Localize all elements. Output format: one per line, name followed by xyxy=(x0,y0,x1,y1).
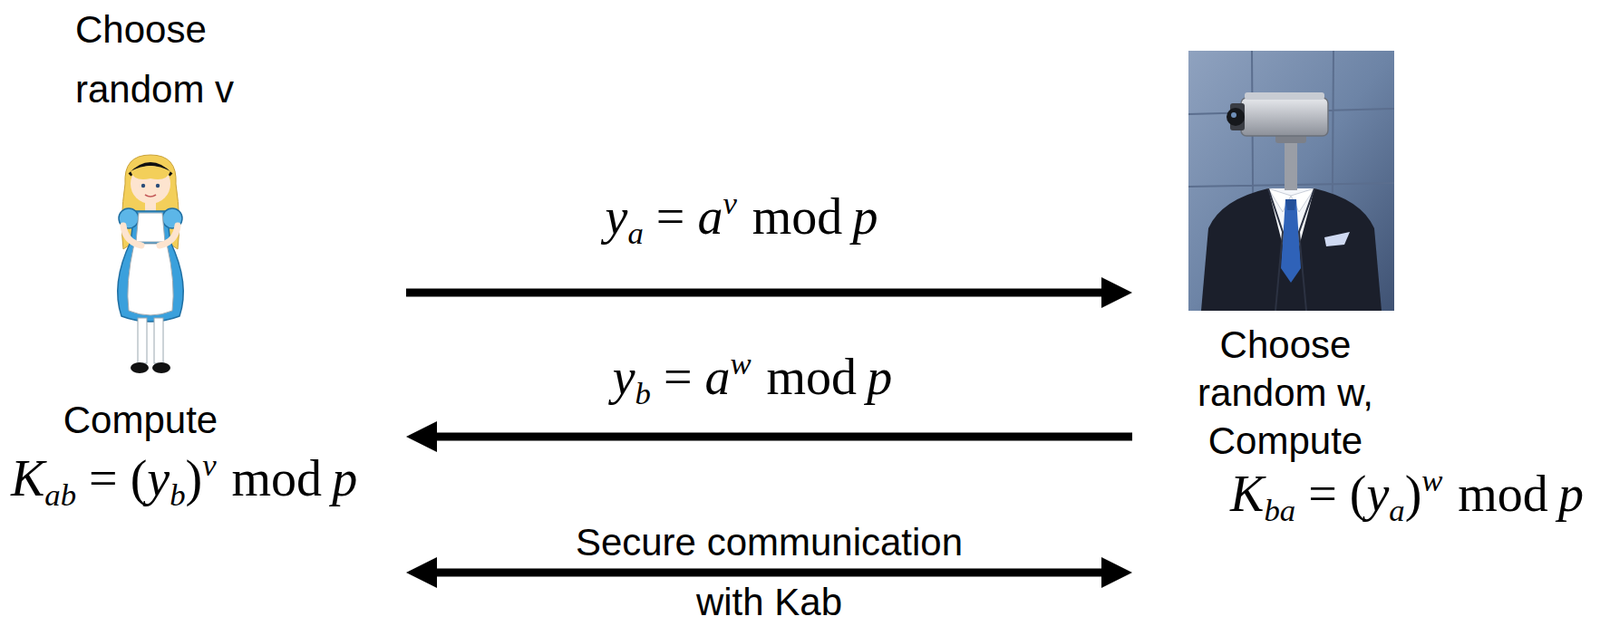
formula: ya=avmodp xyxy=(605,188,879,250)
figure-part xyxy=(1188,50,1395,311)
figure-part xyxy=(135,213,165,243)
arrow-line xyxy=(406,289,1104,298)
arrow-head xyxy=(406,557,437,589)
formula-symbol: w xyxy=(730,346,752,382)
arrow-head xyxy=(1101,277,1133,309)
formula-symbol: ba xyxy=(1263,493,1296,529)
formula-symbol: w xyxy=(1421,463,1443,499)
formula-symbol: = xyxy=(663,349,693,406)
arrow-head xyxy=(406,421,437,453)
message-arrow xyxy=(406,277,1133,309)
step-text: Choose random w, Compute xyxy=(1176,320,1395,466)
arrow-head xyxy=(1101,557,1133,589)
figure-part xyxy=(1226,107,1245,127)
arrow-line xyxy=(435,433,1133,442)
formula-symbol: a xyxy=(627,215,643,252)
formula-symbol: p xyxy=(1558,465,1584,523)
formula-symbol: ) xyxy=(1405,465,1423,523)
formula-symbol: K xyxy=(1230,465,1264,523)
formula-symbol: ab xyxy=(44,477,77,514)
figure-part xyxy=(159,225,178,246)
formula-symbol: y xyxy=(612,349,636,406)
figure-part xyxy=(1284,139,1298,191)
figure-part xyxy=(130,164,171,204)
step-text: Choose random v xyxy=(75,0,266,120)
step-text: Compute xyxy=(40,397,241,445)
message-arrow xyxy=(406,421,1133,453)
formula-symbol: y xyxy=(605,188,629,245)
figure-part xyxy=(130,362,149,374)
figure-part xyxy=(154,318,164,364)
edge-label: Secure communication with Kab xyxy=(557,513,982,626)
formula-symbol: ( xyxy=(130,450,148,507)
formula-symbol: mod xyxy=(766,349,858,406)
formula-symbol: b xyxy=(635,376,651,412)
figure-part xyxy=(130,165,171,180)
formula-symbol: = xyxy=(1308,465,1338,523)
figure-part xyxy=(1244,92,1325,100)
figure-part xyxy=(155,184,160,188)
formula: Kba =(ya)wmodp xyxy=(1230,465,1584,527)
formula-symbol: = xyxy=(656,188,686,245)
camera-head-figure xyxy=(1188,50,1395,311)
figure-part xyxy=(1201,188,1382,311)
formula-symbol: y xyxy=(146,450,170,507)
formula-symbol: y xyxy=(1366,465,1389,523)
formula-symbol: mod xyxy=(1457,465,1549,523)
figure-part xyxy=(137,318,147,364)
figure-part xyxy=(121,155,179,250)
figure-part xyxy=(1241,97,1329,136)
bob-node: Choose random w, Compute xyxy=(1139,0,1593,544)
formula-symbol: mod xyxy=(231,450,322,507)
formula-symbol: ( xyxy=(1349,465,1368,523)
figure-part xyxy=(1231,112,1237,118)
formula-symbol: = xyxy=(88,450,118,507)
formula-symbol: b xyxy=(169,477,185,514)
formula: Kab =(yb)vmodp xyxy=(10,450,358,512)
figure-part xyxy=(1280,199,1301,283)
figure-part xyxy=(141,184,146,188)
formula-symbol: v xyxy=(722,185,737,222)
formula-symbol: p xyxy=(331,450,358,507)
formula-symbol: p xyxy=(866,349,893,406)
figure-part xyxy=(152,362,171,374)
figure-part xyxy=(117,242,184,322)
figure-part xyxy=(1188,50,1395,311)
figure-part xyxy=(1268,188,1315,311)
figure-part xyxy=(1324,232,1350,247)
figure-part xyxy=(145,194,156,197)
formula-symbol: K xyxy=(10,450,45,507)
figure-part xyxy=(127,243,174,316)
figure-part xyxy=(123,225,142,246)
formula: yb =awmodp xyxy=(612,349,893,410)
formula-symbol: a xyxy=(697,188,723,245)
formula-symbol: v xyxy=(202,447,216,484)
figure-part xyxy=(1285,199,1297,211)
formula-symbol: a xyxy=(1388,493,1405,529)
arrow-line xyxy=(435,569,1104,578)
formula-symbol: mod xyxy=(752,188,844,245)
formula-symbol: p xyxy=(852,188,878,245)
formula-symbol: ) xyxy=(185,450,204,507)
formula-symbol: a xyxy=(705,349,731,406)
alice-figure xyxy=(87,147,214,380)
figure-part xyxy=(145,202,156,212)
